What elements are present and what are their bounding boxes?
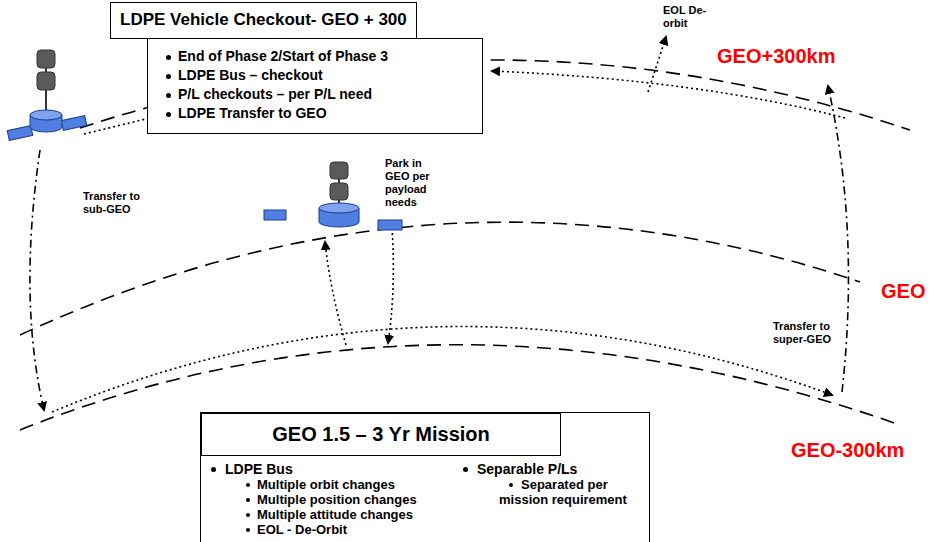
bullet-item: Separable P/Ls [463, 461, 577, 477]
satellite-icon [264, 162, 402, 230]
checkout-box: End of Phase 2/Start of Phase 3 LDPE Bus … [147, 38, 483, 134]
geo-orbit [20, 222, 860, 335]
bullet-item: P/L checkouts – per P/L need [148, 85, 472, 104]
bullet-item: EOL - De-Orbit [246, 522, 347, 537]
separated-panel [378, 220, 402, 230]
bullet-item: End of Phase 2/Start of Phase 3 [148, 47, 472, 66]
bullet-item: Multiple orbit changes [246, 477, 395, 492]
bullet-item: LDPE Transfer to GEO [148, 104, 472, 123]
bullet-dot [509, 483, 513, 487]
bullet-item: Multiple position changes [246, 492, 417, 507]
annotation-label: EOL De-orbit [662, 4, 714, 30]
annotation-label: Transfer to super-GEO [772, 320, 844, 346]
heading-text: GEO 1.5 – 3 Yr Mission [272, 423, 490, 446]
bullet-dot [246, 483, 250, 487]
title-box: LDPE Vehicle Checkout- GEO + 300 [110, 2, 417, 39]
bullet-item: Separated per mission requirement [499, 477, 641, 507]
bullet-text: Separable P/Ls [477, 461, 577, 477]
bullet-text: LDPE Bus – checkout [178, 67, 323, 83]
annotation-label: Park in GEO per payload needs [384, 157, 440, 209]
super-geo-transfer-arrow [828, 86, 848, 392]
heading-box: GEO 1.5 – 3 Yr Mission [201, 413, 561, 456]
bullet-item: Multiple attitude changes [246, 507, 413, 522]
drift-arrow [52, 327, 832, 412]
title-text: LDPE Vehicle Checkout- GEO + 300 [120, 10, 407, 29]
bullet-dot [463, 467, 468, 472]
bullet-text: End of Phase 2/Start of Phase 3 [178, 48, 388, 64]
separated-panel [264, 210, 286, 220]
bullet-text: EOL - De-Orbit [257, 522, 347, 537]
bullet-text: Multiple position changes [257, 492, 417, 507]
raise-arrow [325, 242, 346, 345]
bullet-text: Separated per mission requirement [499, 477, 627, 507]
bullet-text: LDPE Bus [225, 461, 293, 477]
satellite-icon [7, 50, 87, 140]
bullet-dot [246, 498, 250, 502]
orbit-label: GEO-300km [790, 438, 905, 462]
bullet-dot [246, 513, 250, 517]
bullet-text: Multiple orbit changes [257, 477, 395, 492]
orbit-label: GEO [880, 279, 926, 303]
transfer-arrow [492, 71, 845, 118]
trajectory-line [84, 118, 150, 134]
bullet-text: Multiple attitude changes [257, 507, 413, 522]
annotation-label: Transfer to sub-GEO [82, 190, 158, 216]
geo-plus-300-orbit [80, 60, 910, 130]
bullet-text: LDPE Transfer to GEO [178, 105, 327, 121]
bullet-dot [166, 74, 171, 79]
bullet-dot [166, 93, 171, 98]
lower-arrow [388, 228, 393, 343]
deorbit-arrow [648, 37, 666, 92]
bullet-item: LDPE Bus – checkout [148, 66, 472, 85]
orbit-label: GEO+300km [716, 44, 836, 68]
bullet-dot [166, 112, 171, 117]
bullet-dot [211, 467, 216, 472]
bullet-dot [166, 55, 171, 60]
sub-geo-transfer-arrow [30, 150, 44, 410]
bullet-item: LDPE Bus [211, 461, 293, 477]
bullet-dot [246, 528, 250, 532]
mission-box: LDPE BusMultiple orbit changesMultiple p… [200, 412, 650, 542]
bullet-text: P/L checkouts – per P/L need [178, 86, 372, 102]
